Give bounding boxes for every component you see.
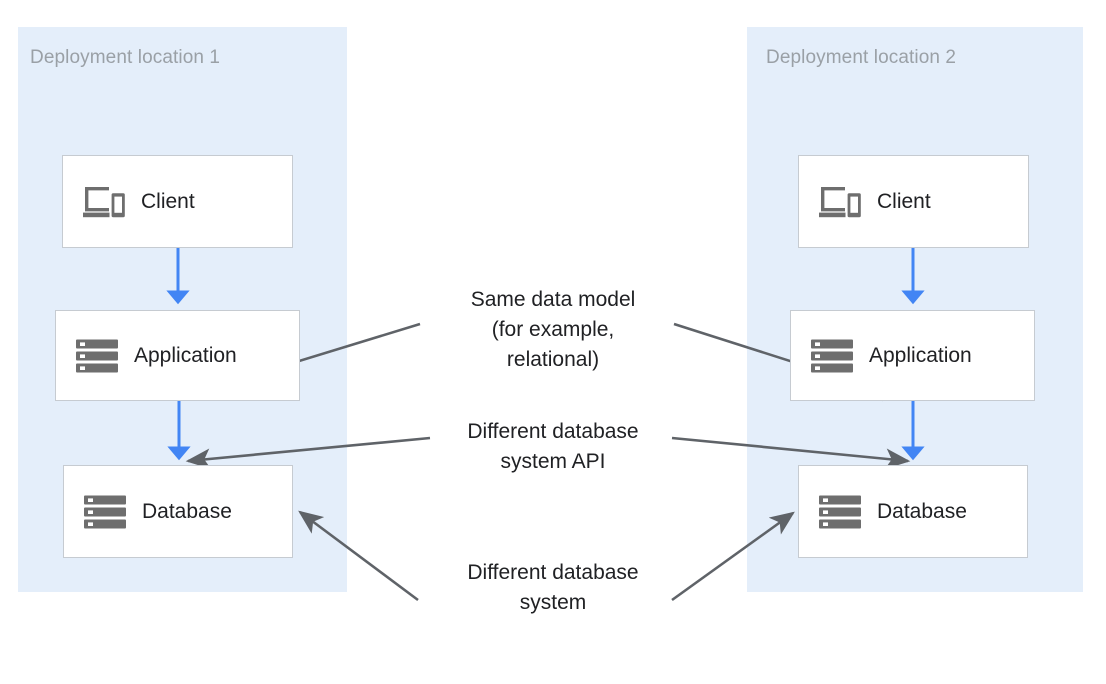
node-application-2[interactable]: Application	[790, 310, 1035, 401]
server-icon	[82, 489, 128, 535]
server-icon	[817, 489, 863, 535]
node-database-2[interactable]: Database	[798, 465, 1028, 558]
zone-1-title: Deployment location 1	[30, 47, 221, 68]
devices-icon	[81, 179, 127, 225]
node-database-1-label: Database	[142, 499, 232, 523]
devices-icon	[817, 179, 863, 225]
node-client-2[interactable]: Client	[798, 155, 1029, 248]
node-application-2-label: Application	[869, 343, 972, 367]
node-application-1[interactable]: Application	[55, 310, 300, 401]
node-client-1[interactable]: Client	[62, 155, 293, 248]
annotation-same-data-model: Same data model (for example, relational…	[470, 288, 636, 371]
server-icon	[74, 333, 120, 379]
node-application-1-label: Application	[134, 343, 237, 367]
annotation-different-database-system-api: Different database system API	[467, 420, 639, 473]
server-icon	[809, 333, 855, 379]
node-client-1-label: Client	[141, 189, 195, 213]
node-database-1[interactable]: Database	[63, 465, 293, 558]
zone-2-title: Deployment location 2	[766, 47, 957, 68]
node-database-2-label: Database	[877, 499, 967, 523]
node-client-2-label: Client	[877, 189, 931, 213]
annotation-different-database-system: Different database system	[467, 561, 639, 614]
